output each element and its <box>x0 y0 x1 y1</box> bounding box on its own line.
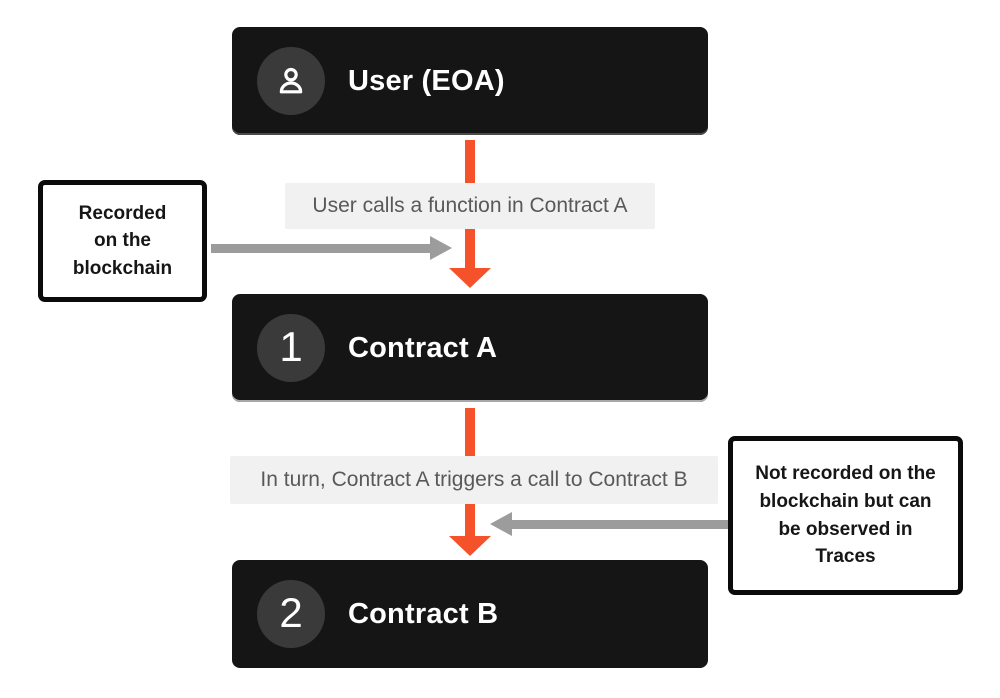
contract-a-number: 1 <box>279 323 303 370</box>
annotation-arrowhead-left <box>430 236 452 260</box>
flow-arrowhead-user-to-a <box>449 268 491 288</box>
edge-label-user-call: User calls a function in Contract A <box>285 183 655 229</box>
edge-label-contract-call: In turn, Contract A triggers a call to C… <box>230 456 718 504</box>
user-avatar <box>257 47 325 115</box>
node-contract-a: 1 Contract A <box>232 294 708 402</box>
user-icon <box>279 67 303 94</box>
node-user-label: User (EOA) <box>348 64 505 97</box>
annotation-arrow-left <box>211 244 431 253</box>
node-contract-a-label: Contract A <box>348 331 498 364</box>
flow-arrowhead-a-to-b <box>449 536 491 556</box>
node-contract-b-label: Contract B <box>348 597 499 630</box>
callout-not-recorded-traces: Not recorded on the blockchain but can b… <box>728 436 963 595</box>
callout-recorded-on-blockchain: Recorded on the blockchain <box>38 180 207 302</box>
node-contract-b: 2 Contract B <box>232 560 708 668</box>
contract-b-number: 2 <box>279 589 303 636</box>
annotation-arrow-right <box>512 520 728 529</box>
contract-b-badge: 2 <box>257 580 325 648</box>
contract-a-badge: 1 <box>257 314 325 382</box>
annotation-arrowhead-right <box>490 512 512 536</box>
node-user-eoa: User (EOA) <box>232 27 708 135</box>
